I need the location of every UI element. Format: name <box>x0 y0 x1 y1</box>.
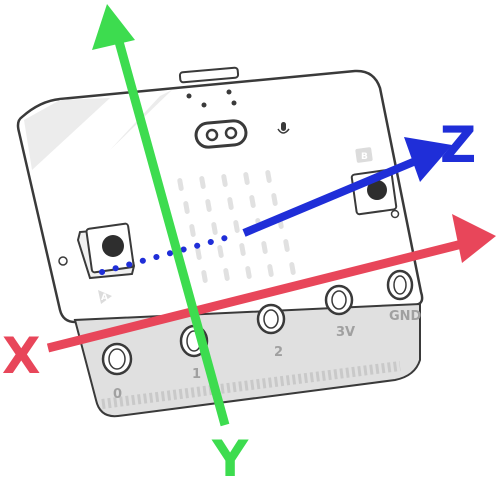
x-axis-arrowhead <box>452 214 496 263</box>
corner-triangle-left <box>24 98 110 170</box>
z-axis-label: Z <box>440 116 476 174</box>
microbit-board: A B 0 1 2 <box>16 66 424 418</box>
led-4-2 <box>245 266 252 279</box>
pin-1-label: 1 <box>192 367 201 382</box>
edge-pins: 0 1 2 3V GND <box>101 269 422 402</box>
x-axis: X <box>2 214 496 385</box>
y-axis: Y <box>92 4 249 482</box>
pin-2-label: 2 <box>274 345 283 360</box>
mount-hole-left <box>58 256 68 266</box>
edge-connector <box>73 302 421 418</box>
pin-gnd-label: GND <box>389 309 422 324</box>
led-1-4 <box>271 193 278 206</box>
z-axis-arrowhead <box>404 137 452 182</box>
button-a-label: A <box>101 293 108 303</box>
led-matrix <box>177 170 296 283</box>
led-4-1 <box>223 268 230 281</box>
logo-eye-left <box>205 128 219 142</box>
pin-3v-label: 3V <box>336 325 355 340</box>
led-1-1 <box>205 199 212 212</box>
mount-hole-right <box>390 209 400 219</box>
led-2-0 <box>189 224 196 237</box>
y-axis-line <box>113 36 230 427</box>
logo-eye-right <box>224 126 238 140</box>
status-dots <box>186 89 237 108</box>
led-2-2 <box>233 220 240 233</box>
y-axis-arrowhead <box>92 4 135 50</box>
pin-0[interactable]: 0 <box>101 342 133 402</box>
z-axis-line <box>242 156 420 237</box>
pin-0-label: 0 <box>113 387 122 402</box>
x-axis-line <box>46 238 468 353</box>
touch-logo <box>194 119 248 149</box>
button-b-badge <box>355 147 373 163</box>
button-a-badge <box>98 290 112 304</box>
led-1-3 <box>249 195 256 208</box>
led-3-1 <box>217 245 224 258</box>
led-4-0 <box>201 270 208 283</box>
pin-3v[interactable]: 3V <box>324 284 355 340</box>
button-a-cap[interactable] <box>102 235 124 257</box>
pin-gnd[interactable]: GND <box>386 269 422 324</box>
led-0-0 <box>177 178 184 191</box>
edge-teeth <box>101 361 401 409</box>
y-axis-label: Y <box>211 430 249 482</box>
z-axis: Z <box>99 116 476 275</box>
z-axis-dotted-line <box>99 232 239 275</box>
usb-connector <box>178 66 240 84</box>
led-0-1 <box>199 176 206 189</box>
microphone-icon <box>277 122 290 134</box>
led-3-3 <box>261 241 268 254</box>
led-1-0 <box>183 201 190 214</box>
led-0-4 <box>265 170 272 183</box>
led-0-2 <box>221 174 228 187</box>
led-0-3 <box>243 172 250 185</box>
pin-2[interactable]: 2 <box>256 303 286 360</box>
led-3-0 <box>195 247 202 260</box>
x-axis-label: X <box>2 327 41 385</box>
led-3-2 <box>239 243 246 256</box>
button-a[interactable]: A <box>76 222 136 304</box>
led-4-4 <box>289 262 296 275</box>
button-b-cap[interactable] <box>367 180 387 200</box>
led-1-2 <box>227 197 234 210</box>
led-3-4 <box>283 239 290 252</box>
led-4-3 <box>267 264 274 277</box>
led-2-1 <box>211 222 218 235</box>
button-b-label: B <box>361 152 368 162</box>
